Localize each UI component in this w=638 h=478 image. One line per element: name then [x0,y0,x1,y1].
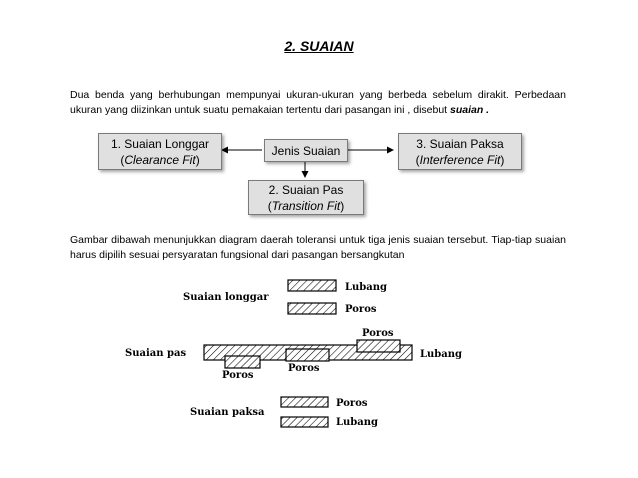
box-jenis-suaian: Jenis Suaian [264,139,348,162]
box-suaian-pas: 2. Suaian Pas (Transition Fit) [248,180,364,215]
pas-poros-left-label: Poros [222,370,254,381]
intro-text: Dua benda yang berhubungan mempunyai uku… [70,89,566,116]
paksa-lubang-zone [280,416,329,428]
paksa-sub: Interference Fit [419,152,501,167]
paksa-label: 3. Suaian Paksa [416,136,504,151]
longgar-poros-zone [287,302,337,315]
pas-label: Suaian pas [125,348,186,359]
center-label: Jenis Suaian [271,143,341,158]
pas-poros-top-zone [356,339,401,353]
intro-emphasis: suaian . [450,104,490,116]
longgar-label: 1. Suaian Longgar [110,136,210,151]
pas-poros-mid-zone [285,348,330,362]
page-title: 2. SUAIAN [284,38,354,54]
box-suaian-longgar: 1. Suaian Longgar (Clearance Fit) [98,133,222,170]
paksa-poros-zone [280,396,329,408]
pas-poros-top-label: Poros [362,328,394,339]
pas-label: 2. Suaian Pas [268,182,344,197]
pas-lubang-label: Lubang [420,349,462,360]
longgar-poros-label: Poros [345,304,377,315]
longgar-sub: Clearance Fit [124,152,196,167]
longgar-lubang-zone [287,279,337,292]
longgar-lubang-label: Lubang [345,282,387,293]
paksa-lubang-label: Lubang [336,417,378,428]
box-suaian-paksa: 3. Suaian Paksa (Interference Fit) [398,133,522,170]
paksa-poros-label: Poros [336,398,368,409]
longgar-label: Suaian longgar [183,292,269,303]
pas-sub: Transition Fit [271,198,341,213]
pas-poros-mid-label: Poros [288,363,320,374]
description-paragraph: Gambar dibawah menunjukkan diagram daera… [70,234,566,261]
pas-poros-left-zone [224,355,261,369]
paksa-label: Suaian paksa [190,407,265,418]
intro-paragraph: Dua benda yang berhubungan mempunyai uku… [70,88,566,118]
